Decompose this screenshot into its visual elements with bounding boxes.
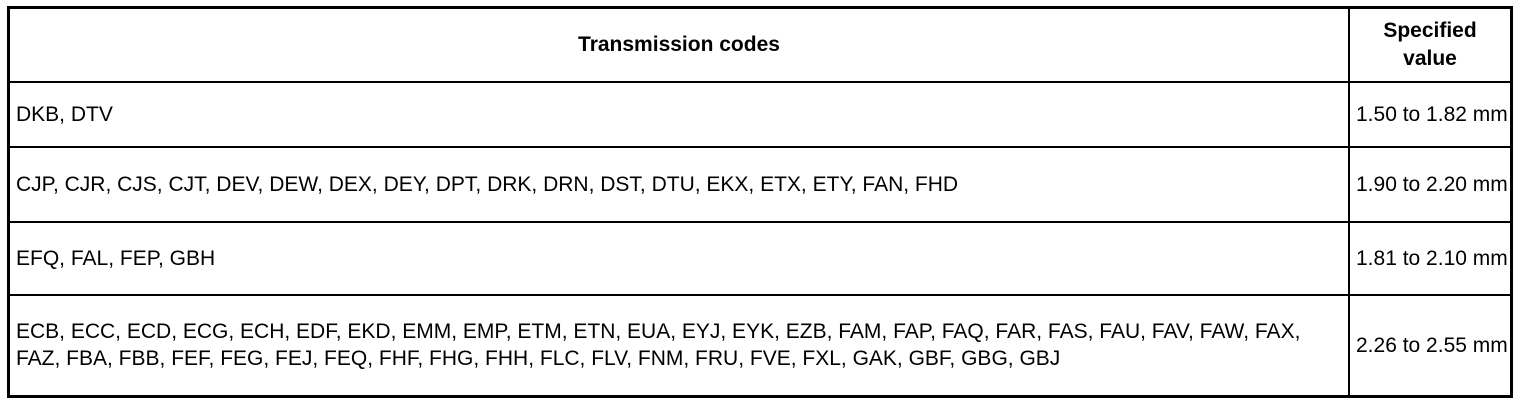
transmission-codes-cell: ECB, ECC, ECD, ECG, ECH, EDF, EKD, EMM, … <box>7 293 1350 398</box>
column-header-transmission-codes: Transmission codes <box>7 6 1350 83</box>
transmission-codes-cell: DKB, DTV <box>7 80 1350 149</box>
specified-value-cell: 2.26 to 2.55 mm <box>1348 293 1513 398</box>
specified-value-cell: 1.50 to 1.82 mm <box>1348 80 1513 149</box>
transmission-codes-cell: EFQ, FAL, FEP, GBH <box>7 221 1350 296</box>
transmission-codes-cell: CJP, CJR, CJS, CJT, DEV, DEW, DEX, DEY, … <box>7 146 1350 224</box>
table-row: EFQ, FAL, FEP, GBH 1.81 to 2.10 mm <box>7 221 1513 296</box>
transmission-codes-table: Transmission codes Specified value DKB, … <box>7 6 1513 398</box>
table-row: ECB, ECC, ECD, ECG, ECH, EDF, EKD, EMM, … <box>7 293 1513 398</box>
table-row: CJP, CJR, CJS, CJT, DEV, DEW, DEX, DEY, … <box>7 146 1513 224</box>
column-header-specified-value: Specified value <box>1348 6 1513 83</box>
table-row: DKB, DTV 1.50 to 1.82 mm <box>7 80 1513 149</box>
table-header-row: Transmission codes Specified value <box>7 6 1513 83</box>
specified-value-cell: 1.81 to 2.10 mm <box>1348 221 1513 296</box>
specified-value-cell: 1.90 to 2.20 mm <box>1348 146 1513 224</box>
